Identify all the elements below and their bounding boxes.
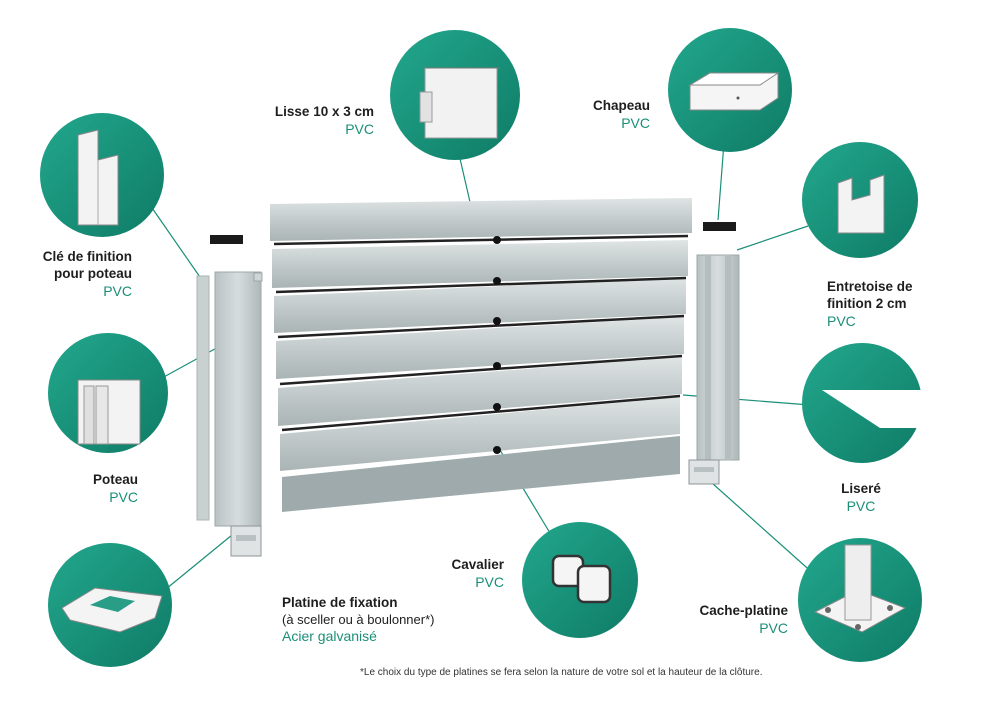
- cavaliers: [493, 236, 501, 454]
- board-2: [272, 240, 688, 288]
- detail-circle-cle: [40, 113, 164, 237]
- label-cache-platine-material: PVC: [759, 619, 788, 636]
- detail-circle-poteau: [48, 333, 168, 453]
- label-entretoise: Entretoise de finition 2 cm PVC: [827, 279, 987, 330]
- cle-de-finition-piece: [196, 275, 210, 521]
- label-cle-name-line1: Clé de finition: [42, 249, 132, 264]
- label-entretoise-name-line2: finition 2 cm: [827, 295, 907, 311]
- label-platine: Platine de fixation (à sceller ou à boul…: [282, 595, 482, 646]
- label-chapeau-name: Chapeau: [592, 98, 650, 113]
- label-poteau-material: PVC: [109, 488, 138, 505]
- leader-poteau: [161, 344, 223, 379]
- label-cle-name-line2: pour poteau: [54, 265, 132, 281]
- leader-entretoise: [736, 225, 809, 251]
- leader-cle: [149, 204, 203, 281]
- post-right: [696, 254, 740, 461]
- label-cle: Clé de finition pour poteau PVC: [10, 249, 132, 300]
- board-1: [270, 198, 692, 241]
- label-cache-platine: Cache-platine PVC: [680, 603, 788, 637]
- label-lisse-material: PVC: [345, 120, 374, 137]
- detail-circle-entretoise: [802, 142, 918, 258]
- left-post: [196, 235, 263, 557]
- board-6: [280, 397, 680, 471]
- label-chapeau-material: PVC: [621, 114, 650, 131]
- detail-circle-cache-platine: [798, 538, 922, 662]
- label-cache-platine-name: Cache-platine: [699, 603, 788, 618]
- board-4: [276, 317, 684, 379]
- chapeau-left: [210, 235, 243, 244]
- label-poteau-name: Poteau: [92, 472, 138, 487]
- label-poteau: Poteau PVC: [60, 472, 138, 506]
- label-entretoise-material: PVC: [827, 312, 856, 329]
- detail-circle-lisere: [802, 343, 922, 463]
- board-5: [278, 357, 682, 426]
- board-3: [274, 278, 686, 333]
- leader-cache-platine: [702, 474, 816, 576]
- right-post: [688, 222, 740, 485]
- detail-circle-lisse: [390, 30, 520, 160]
- post-left: [214, 271, 262, 527]
- label-lisse: Lisse 10 x 3 cm PVC: [240, 104, 374, 138]
- footnote: *Le choix du type de platines se fera se…: [360, 667, 763, 678]
- label-lisere-name: Liseré: [841, 481, 881, 496]
- detail-circle-platine: [48, 543, 172, 667]
- label-lisere-material: PVC: [846, 497, 876, 514]
- detail-circle-chapeau: [668, 28, 792, 152]
- board-7: [282, 436, 680, 512]
- label-platine-detail: (à sceller ou à boulonner*): [282, 611, 435, 627]
- detail-circle-cavalier: [522, 522, 638, 638]
- label-chapeau: Chapeau PVC: [560, 98, 650, 132]
- label-cavalier: Cavalier PVC: [430, 557, 504, 591]
- label-cle-material: PVC: [103, 282, 132, 299]
- lisere-strips: [273, 234, 689, 432]
- fence-boards: [270, 198, 692, 512]
- label-cavalier-name: Cavalier: [451, 557, 504, 572]
- chapeau-right: [703, 222, 736, 231]
- label-lisere: Liseré PVC: [820, 481, 902, 515]
- label-platine-name: Platine de fixation: [282, 595, 398, 610]
- label-entretoise-name-line1: Entretoise de: [827, 279, 913, 294]
- label-lisse-name: Lisse 10 x 3 cm: [274, 104, 374, 119]
- label-cavalier-material: PVC: [475, 573, 504, 590]
- label-platine-material: Acier galvanisé: [282, 628, 377, 645]
